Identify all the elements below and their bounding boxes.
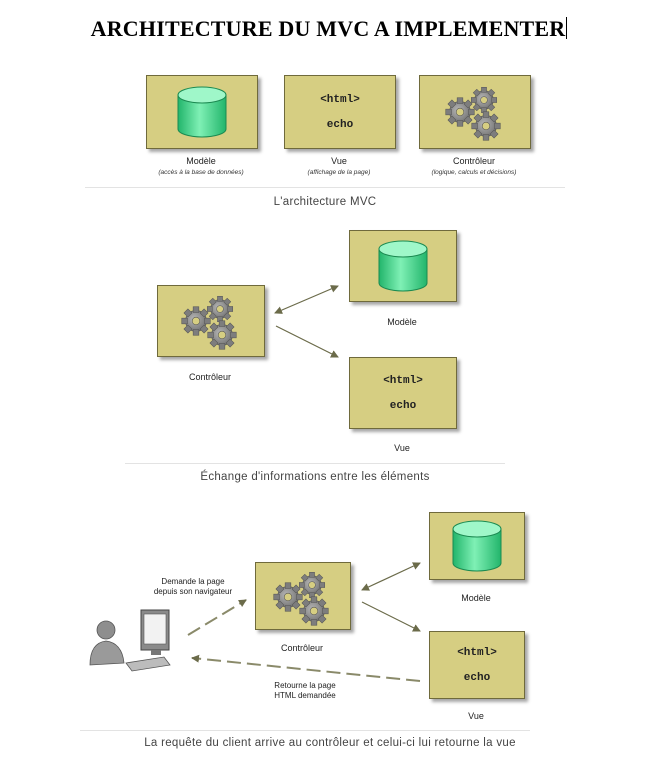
view-box: <html> echo [284, 75, 396, 149]
view-label: Vue [331, 156, 347, 166]
model-label: Modèle [186, 156, 216, 166]
view-echo: echo [326, 118, 354, 131]
gears-icon [440, 78, 510, 146]
model-label: Modèle [461, 593, 491, 603]
view-html-tag: <html> [457, 646, 497, 659]
view-box: <html> echo [349, 357, 457, 429]
arrow-controller-view [361, 601, 421, 632]
model-box [146, 75, 258, 149]
controller-sublabel: (logique, calculs et décisions) [431, 169, 517, 176]
database-icon [452, 520, 502, 572]
view-label: Vue [468, 711, 484, 721]
divider [125, 463, 505, 464]
gears-icon [268, 563, 338, 629]
controller-label: Contrôleur [188, 372, 232, 382]
divider [80, 730, 530, 731]
divider [85, 187, 565, 188]
caption-architecture: L'architecture MVC [273, 196, 377, 208]
controller-box [157, 285, 265, 357]
view-html-tag: <html> [383, 374, 423, 387]
model-sublabel: (accès à la base de données) [158, 169, 244, 176]
return-label: Retourne la page HTML demandée [274, 681, 336, 700]
arrow-controller-model [361, 562, 421, 591]
text-cursor [566, 17, 568, 39]
view-box: <html> echo [429, 631, 525, 699]
controller-box [419, 75, 531, 149]
view-label: Vue [394, 443, 410, 453]
view-html-tag: <html> [320, 93, 360, 106]
arrow-return [191, 654, 421, 682]
database-icon [177, 86, 227, 138]
caption-exchange: Échange d'informations entre les élément… [200, 471, 430, 483]
page-title: ARCHITECTURE DU MVC A IMPLEMENTER [90, 16, 568, 41]
model-box [349, 230, 457, 302]
controller-label: Contrôleur [452, 156, 496, 166]
arrow-request [187, 599, 247, 636]
request-label: Demande la page depuis son navigateur [153, 577, 233, 596]
controller-label: Contrôleur [280, 643, 324, 653]
model-label: Modèle [387, 317, 417, 327]
arrow-controller-view [275, 325, 339, 358]
caption-request: La requête du client arrive au contrôleu… [144, 737, 516, 749]
view-echo: echo [389, 399, 417, 412]
controller-box [255, 562, 351, 630]
gears-icon [176, 287, 246, 355]
user-computer-icon [89, 609, 171, 672]
model-box [429, 512, 525, 580]
view-sublabel: (affichage de la page) [307, 169, 371, 176]
view-echo: echo [463, 671, 491, 684]
arrow-controller-model [274, 285, 339, 314]
database-icon [378, 240, 428, 292]
